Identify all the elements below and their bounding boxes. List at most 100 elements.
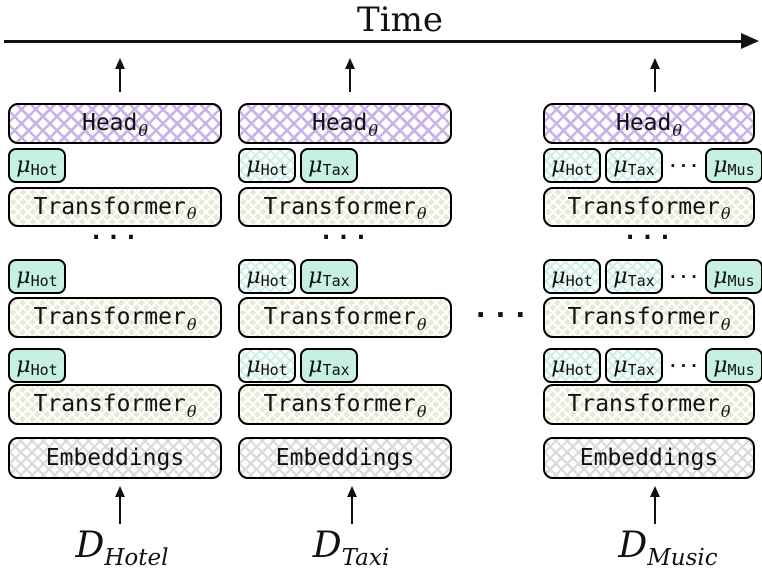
transformer-label: Transformer bbox=[33, 391, 186, 417]
input-arrow-music bbox=[649, 486, 661, 524]
transformer-label: Transformer bbox=[567, 193, 720, 220]
transformer-label: Transformer bbox=[263, 391, 416, 417]
dataset-subscript: Hotel bbox=[104, 545, 169, 571]
dataset-subscript: Taxi bbox=[341, 545, 390, 571]
embeddings-label: Embeddings bbox=[275, 444, 415, 471]
theta-subscript: θ bbox=[672, 120, 683, 140]
head-label: Head bbox=[311, 110, 368, 136]
transformer-label: Transformer bbox=[263, 193, 416, 220]
dataset-label-music: DMusic bbox=[578, 524, 758, 571]
theta-subscript: θ bbox=[186, 401, 197, 421]
time-axis-label: Time bbox=[357, 0, 443, 40]
arrow-up-icon bbox=[347, 486, 357, 497]
theta-subscript: θ bbox=[720, 314, 731, 334]
input-arrow-taxi bbox=[346, 486, 358, 524]
layer-ellipsis: ··· bbox=[88, 223, 142, 251]
column-ellipsis: ··· bbox=[472, 298, 532, 331]
theta-subscript: θ bbox=[416, 204, 427, 223]
adapter-ellipsis: ··· bbox=[668, 156, 700, 175]
dataset-label-hotel: DHotel bbox=[32, 524, 212, 571]
output-arrow-hotel bbox=[114, 58, 126, 92]
time-axis-arrowhead-icon bbox=[741, 33, 759, 49]
transformer-label: Transformer bbox=[33, 193, 186, 220]
theta-subscript: θ bbox=[138, 120, 149, 140]
transformer-label: Transformer bbox=[263, 304, 416, 330]
arrow-up-icon bbox=[115, 486, 125, 497]
output-arrow-taxi bbox=[344, 58, 356, 92]
embeddings-block: Embeddings bbox=[238, 437, 452, 479]
arrow-up-icon bbox=[650, 486, 660, 497]
adapter-ellipsis: ··· bbox=[668, 356, 700, 375]
arrow-up-icon bbox=[345, 58, 355, 69]
embeddings-block: Embeddings bbox=[543, 437, 755, 479]
time-axis-line bbox=[4, 40, 744, 43]
theta-subscript: θ bbox=[416, 401, 427, 421]
transformer-label: Transformer bbox=[567, 304, 720, 330]
output-arrow-music bbox=[649, 58, 661, 92]
embeddings-label: Embeddings bbox=[45, 444, 185, 471]
theta-subscript: θ bbox=[720, 204, 731, 223]
theta-subscript: θ bbox=[186, 204, 197, 223]
layer-ellipsis: ··· bbox=[318, 223, 372, 251]
dataset-label-taxi: DTaxi bbox=[261, 524, 441, 571]
dataset-symbol: D bbox=[312, 525, 342, 566]
adapter-ellipsis: ··· bbox=[668, 267, 700, 286]
theta-subscript: θ bbox=[368, 120, 379, 140]
theta-subscript: θ bbox=[416, 314, 427, 334]
theta-subscript: θ bbox=[720, 401, 731, 421]
head-label: Head bbox=[81, 110, 138, 136]
arrow-up-icon bbox=[650, 58, 660, 69]
arrow-up-icon bbox=[115, 58, 125, 69]
embeddings-block: Embeddings bbox=[8, 437, 222, 479]
head-label: Head bbox=[615, 110, 672, 136]
theta-subscript: θ bbox=[186, 314, 197, 334]
dataset-symbol: D bbox=[618, 525, 648, 566]
layer-ellipsis: ··· bbox=[622, 223, 676, 251]
dataset-subscript: Music bbox=[647, 545, 718, 571]
embeddings-label: Embeddings bbox=[579, 444, 719, 471]
input-arrow-hotel bbox=[114, 486, 126, 524]
transformer-label: Transformer bbox=[567, 391, 720, 417]
dataset-symbol: D bbox=[75, 525, 105, 566]
